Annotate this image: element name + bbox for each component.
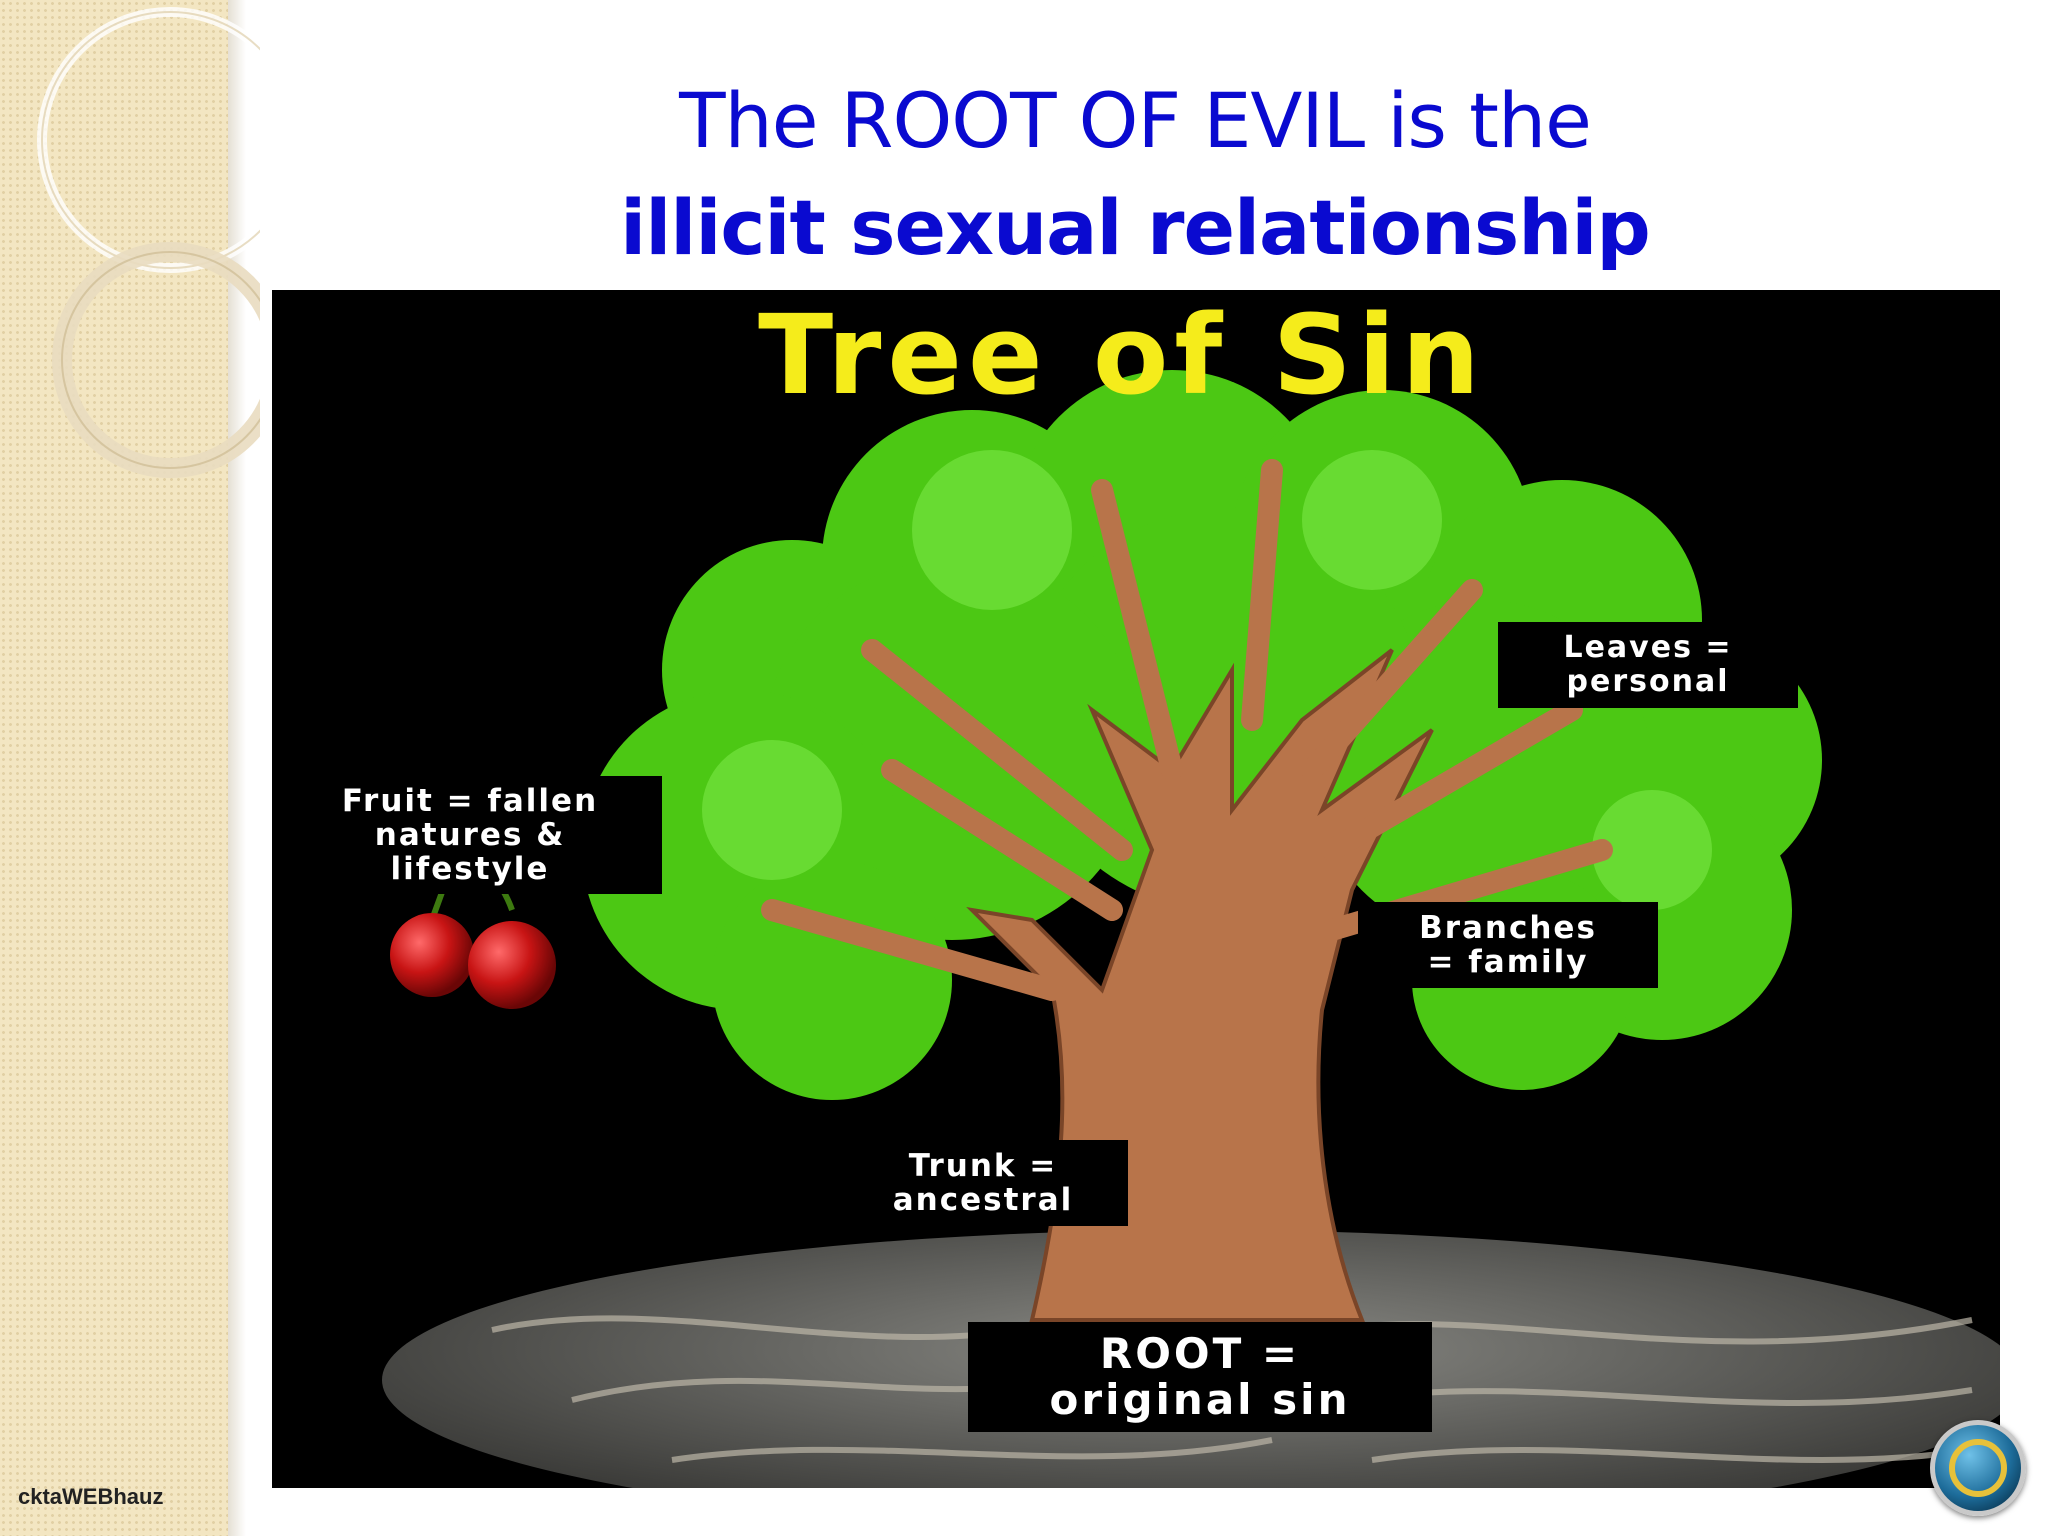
label-fruit: Fruit = fallen natures & lifestyle [278, 776, 662, 894]
ring-2-edge [61, 251, 260, 469]
slide-title: The ROOT OF EVIL is the illicit sexual r… [540, 68, 1730, 282]
label-branches-line-1: Branches [1419, 910, 1597, 946]
emblem-ring [1949, 1439, 2007, 1497]
tree-heading: Tree of Sin [758, 291, 1486, 419]
label-root-line-1: ROOT = [1099, 1329, 1301, 1378]
label-leaves: Leaves = personal [1498, 622, 1798, 708]
label-leaves-line-2: personal [1566, 664, 1730, 699]
title-line-2: illicit sexual relationship [620, 183, 1651, 272]
foliage-highlights [702, 450, 1712, 910]
tree-of-sin-image: Tree of Sin Leaves = personal Fruit = fa… [272, 290, 2000, 1488]
label-trunk-line-2: ancestral [892, 1182, 1074, 1218]
ring-1 [37, 7, 260, 273]
label-leaves-line-1: Leaves = [1563, 630, 1733, 665]
label-root-line-2: original sin [1049, 1375, 1351, 1424]
footer-brand: cktaWEBhauz [18, 1484, 164, 1509]
title-line-1: The ROOT OF EVIL is the [679, 76, 1592, 165]
label-root: ROOT = original sin [968, 1322, 1432, 1432]
label-fruit-line-1: Fruit = fallen [341, 783, 599, 819]
label-trunk-line-1: Trunk = [908, 1148, 1058, 1184]
label-fruit-line-2: natures & [374, 817, 566, 853]
circular-emblem-icon [1930, 1420, 2026, 1516]
label-fruit-line-3: lifestyle [390, 851, 550, 887]
decorative-rings [37, 7, 260, 478]
label-trunk: Trunk = ancestral [838, 1140, 1128, 1226]
side-strip-shadow [228, 0, 246, 1536]
ring-1-edge [41, 11, 260, 269]
label-branches-line-2: = family [1427, 944, 1589, 980]
label-branches: Branches = family [1358, 902, 1658, 988]
